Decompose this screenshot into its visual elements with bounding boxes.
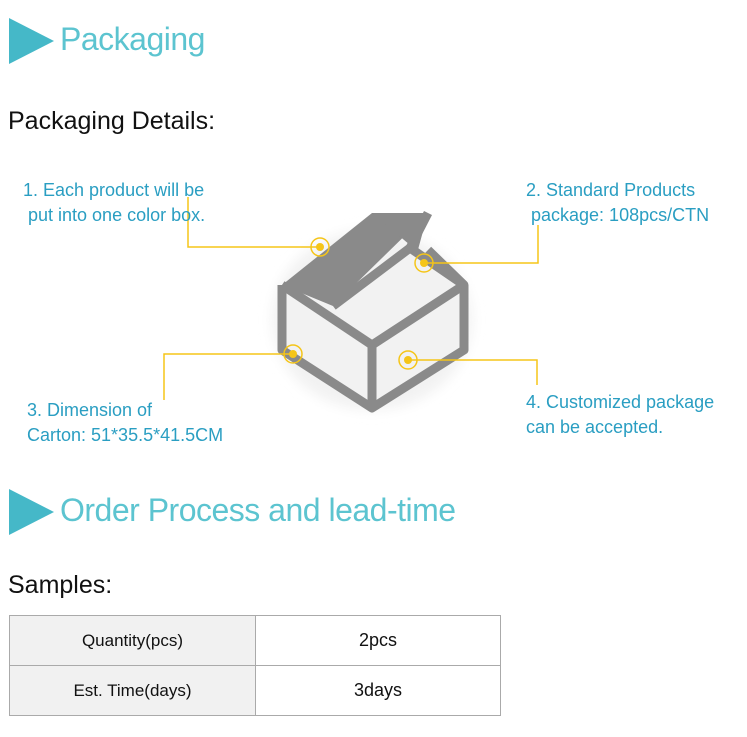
table-cell-value: 2pcs (255, 615, 501, 666)
samples-table: Quantity(pcs) 2pcs Est. Time(days) 3days (9, 615, 501, 716)
callout-2-text: 2. Standard Products package: 108pcs/CTN (526, 180, 710, 225)
triangle-arrow-icon (9, 489, 54, 535)
packaging-diagram (163, 197, 539, 413)
order-section-title: Order Process and lead-time (60, 492, 456, 528)
carton-box-icon (277, 210, 469, 413)
samples-label: Samples: (8, 571, 113, 599)
callout-marker-1-icon (310, 237, 330, 257)
packaging-details-label: Packaging Details: (8, 107, 216, 135)
table-cell-label: Est. Time(days) (9, 665, 256, 716)
packaging-section-title: Packaging (60, 21, 205, 57)
callout-4-text: 4. Customized package can be accepted. (526, 392, 715, 437)
table-row: Est. Time(days) 3days (9, 665, 501, 716)
callout-marker-4-icon (398, 350, 418, 370)
callout-marker-3-icon (283, 344, 303, 364)
table-row: Quantity(pcs) 2pcs (9, 615, 501, 666)
triangle-arrow-icon (9, 18, 54, 64)
table-cell-value: 3days (255, 665, 501, 716)
leader-lines (163, 197, 539, 400)
callout-marker-2-icon (414, 253, 434, 273)
callout-1-text: 1. Each product will be put into one col… (23, 180, 206, 225)
table-cell-label: Quantity(pcs) (9, 615, 256, 666)
callout-3-text: 3. Dimension of Carton: 51*35.5*41.5CM (27, 400, 224, 445)
